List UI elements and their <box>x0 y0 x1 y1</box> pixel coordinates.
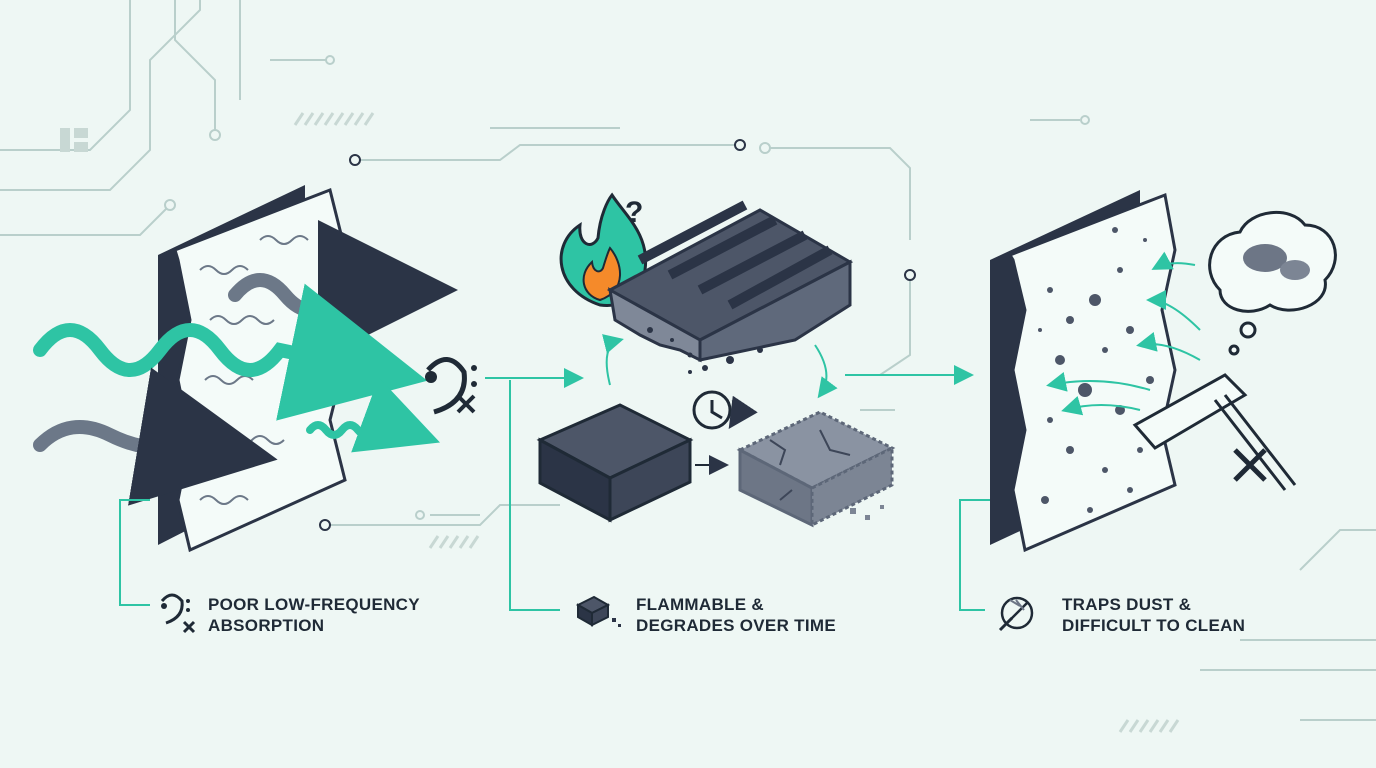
label-low-frequency-line1: POOR LOW-FREQUENCY <box>208 595 420 614</box>
sound-waves <box>33 220 458 506</box>
degraded-foam-block <box>736 410 896 528</box>
label-flammable-line2: DEGRADES OVER TIME <box>636 616 836 635</box>
burning-foam-block <box>606 200 854 374</box>
label-dust-line2: DIFFICULT TO CLEAN <box>1062 616 1246 635</box>
label-dust-text: TRAPS DUST & DIFFICULT TO CLEAN <box>1062 594 1245 636</box>
label-low-frequency: POOR LOW-FREQUENCY ABSORPTION <box>208 594 420 636</box>
dust-thought-cloud <box>1208 210 1337 356</box>
flow-connectors <box>119 334 990 611</box>
bass-clef-icon <box>425 357 477 415</box>
bass-clef-x-icon <box>160 593 196 634</box>
new-foam-block <box>536 403 694 523</box>
label-flammable: FLAMMABLE & DEGRADES OVER TIME <box>636 594 836 636</box>
suction-arrows <box>1046 251 1201 416</box>
grid-icon <box>60 128 88 152</box>
circuit-traces <box>0 0 1376 721</box>
label-low-frequency-line2: ABSORPTION <box>208 616 325 635</box>
label-flammable-text: FLAMMABLE & DEGRADES OVER TIME <box>636 594 836 636</box>
foam-panel-dusty <box>990 190 1177 553</box>
vacuum-nozzle <box>1132 373 1297 491</box>
label-low-frequency-text: POOR LOW-FREQUENCY ABSORPTION <box>208 594 420 636</box>
question-mark: ? <box>625 196 643 229</box>
crumbling-block-icon <box>575 595 621 627</box>
label-flammable-line1: FLAMMABLE & <box>636 595 764 614</box>
hatch-decorations <box>293 112 1180 733</box>
label-dust: TRAPS DUST & DIFFICULT TO CLEAN <box>1062 594 1245 636</box>
circuit-nodes <box>164 55 1090 520</box>
circuit-nodes-dark <box>319 139 916 531</box>
clock-icon <box>692 390 758 430</box>
no-duster-icon <box>998 596 1034 632</box>
label-dust-line1: TRAPS DUST & <box>1062 595 1192 614</box>
